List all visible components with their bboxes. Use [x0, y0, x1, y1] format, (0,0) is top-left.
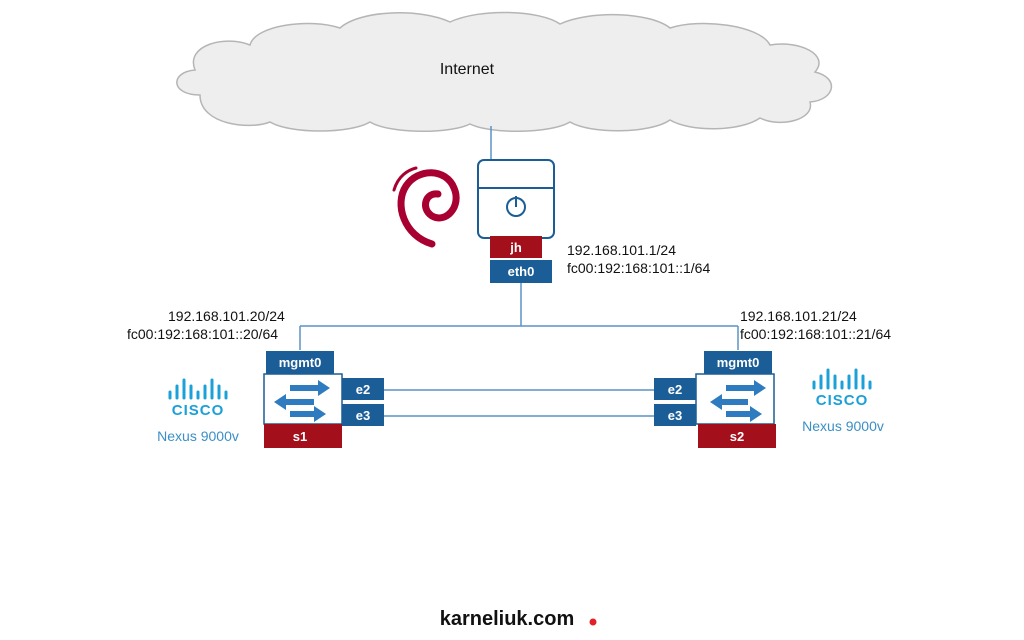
internet-cloud: Internet: [176, 11, 833, 133]
s2-name-badge: [698, 424, 776, 448]
s1-e3-label: e3: [356, 408, 370, 423]
s2-e3-label: e3: [668, 408, 682, 423]
s1-name: s1: [293, 429, 307, 444]
s1-e2-label: e2: [356, 382, 370, 397]
s2-e2-label: e2: [668, 382, 682, 397]
s1-name-badge: [264, 424, 342, 448]
s2-vendor-text: CISCO: [816, 392, 869, 409]
switch-s1[interactable]: mgmt0 e2 e3 s1: [263, 351, 384, 448]
switch-arrows-icon: [710, 380, 766, 422]
jumphost-ipv4: 192.168.101.1/24: [567, 242, 676, 258]
s2-ipv4: 192.168.101.21/24: [740, 308, 857, 324]
jumphost-server[interactable]: jh eth0: [477, 159, 555, 283]
s1-ipv6: fc00:192:168:101::20/64: [127, 326, 278, 342]
s2-mgmt0-port: [704, 351, 772, 374]
brand-dot-icon: [589, 618, 597, 626]
cloud-label: Internet: [440, 61, 495, 78]
s2-mgmt0-label: mgmt0: [717, 355, 760, 370]
footer-brand: karneliuk.com: [440, 608, 575, 630]
cisco-logo-icon: [168, 378, 228, 400]
jumphost-name-badge: [490, 236, 542, 258]
cisco-logo-icon: [812, 368, 872, 390]
s1-e3-port: [342, 404, 384, 426]
s2-ipv6: fc00:192:168:101::21/64: [740, 326, 891, 342]
jumphost-port-label: eth0: [508, 264, 535, 279]
jumphost-eth0-port: [490, 260, 552, 283]
s2-e3-port: [654, 404, 696, 426]
jumphost-name: jh: [509, 240, 522, 255]
s1-mgmt0-port: [266, 351, 334, 374]
s1-ipv4: 192.168.101.20/24: [168, 308, 285, 324]
jumphost-ipv6: fc00:192:168:101::1/64: [567, 260, 710, 276]
s2-model: Nexus 9000v: [802, 418, 884, 434]
switch-arrows-icon: [274, 380, 330, 422]
s1-e2-port: [342, 378, 384, 400]
s1-mgmt0-label: mgmt0: [279, 355, 322, 370]
switch-s2[interactable]: mgmt0 e2 e3 s2: [654, 351, 776, 448]
s1-model: Nexus 9000v: [157, 428, 239, 444]
links: [299, 126, 739, 417]
debian-swirl-icon: [392, 166, 460, 248]
s2-e2-port: [654, 378, 696, 400]
s1-vendor-text: CISCO: [172, 402, 225, 419]
s2-name: s2: [730, 429, 744, 444]
